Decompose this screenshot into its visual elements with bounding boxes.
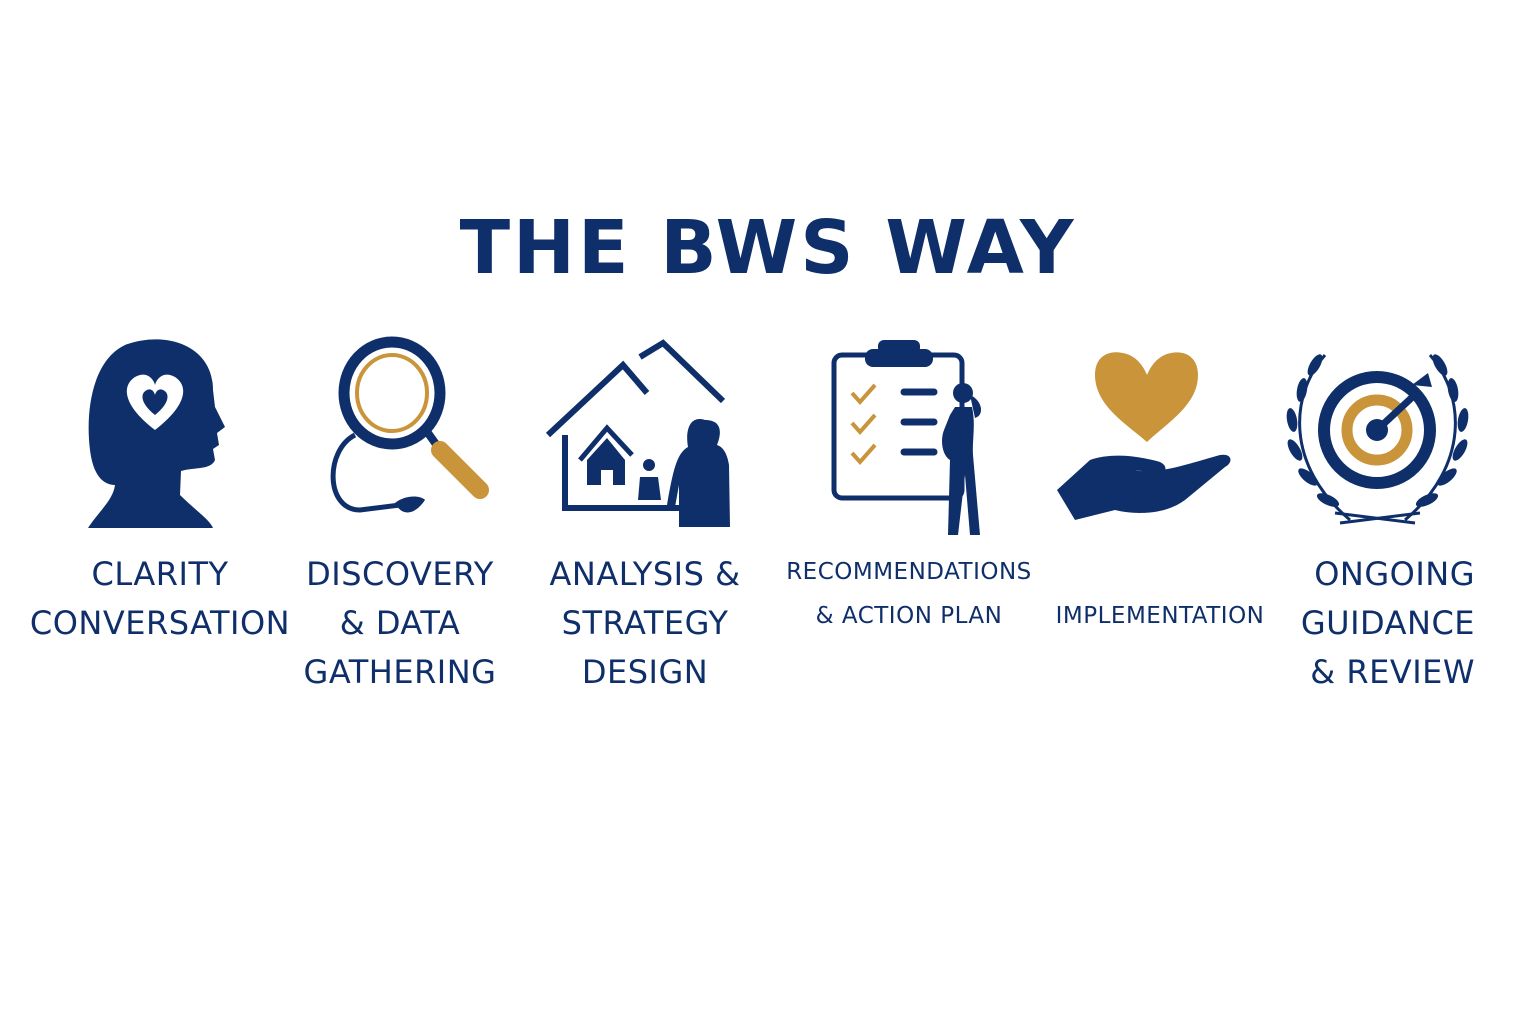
label-line: CONVERSATION bbox=[29, 604, 291, 642]
label-line: GATHERING bbox=[303, 653, 497, 691]
step-label-implementation: IMPLEMENTATION bbox=[1045, 594, 1275, 638]
label-line: & DATA bbox=[339, 604, 461, 642]
clipboard-checklist-icon bbox=[831, 340, 982, 535]
step-label-discovery: DISCOVERY & DATA GATHERING bbox=[290, 550, 510, 697]
label-line: DESIGN bbox=[581, 653, 709, 691]
target-laurel-icon bbox=[1286, 354, 1469, 525]
head-heart-icon bbox=[88, 339, 225, 528]
hand-heart-icon bbox=[1057, 352, 1231, 520]
label-line: ONGOING bbox=[1314, 555, 1475, 593]
label-line: ANALYSIS & bbox=[549, 555, 741, 593]
label-line: IMPLEMENTATION bbox=[1055, 603, 1265, 629]
label-line: RECOMMENDATIONS bbox=[786, 559, 1032, 585]
step-label-ongoing-guidance: ONGOING GUIDANCE & REVIEW bbox=[1275, 550, 1475, 697]
label-line: GUIDANCE bbox=[1300, 604, 1475, 642]
step-label-analysis: ANALYSIS & STRATEGY DESIGN bbox=[535, 550, 755, 697]
step-label-clarity-conversation: CLARITY CONVERSATION bbox=[20, 550, 300, 648]
label-line: & ACTION PLAN bbox=[815, 603, 1003, 629]
house-family-icon bbox=[545, 339, 730, 527]
label-line: DISCOVERY bbox=[306, 555, 494, 593]
step-label-recommendations: RECOMMENDATIONS & ACTION PLAN bbox=[768, 550, 1050, 638]
label-line: STRATEGY bbox=[561, 604, 729, 642]
page-title: THE BWS WAY bbox=[459, 205, 1077, 291]
label-line: CLARITY bbox=[91, 555, 229, 593]
magnifier-stethoscope-icon bbox=[330, 336, 489, 513]
label-line: & REVIEW bbox=[1310, 653, 1475, 691]
